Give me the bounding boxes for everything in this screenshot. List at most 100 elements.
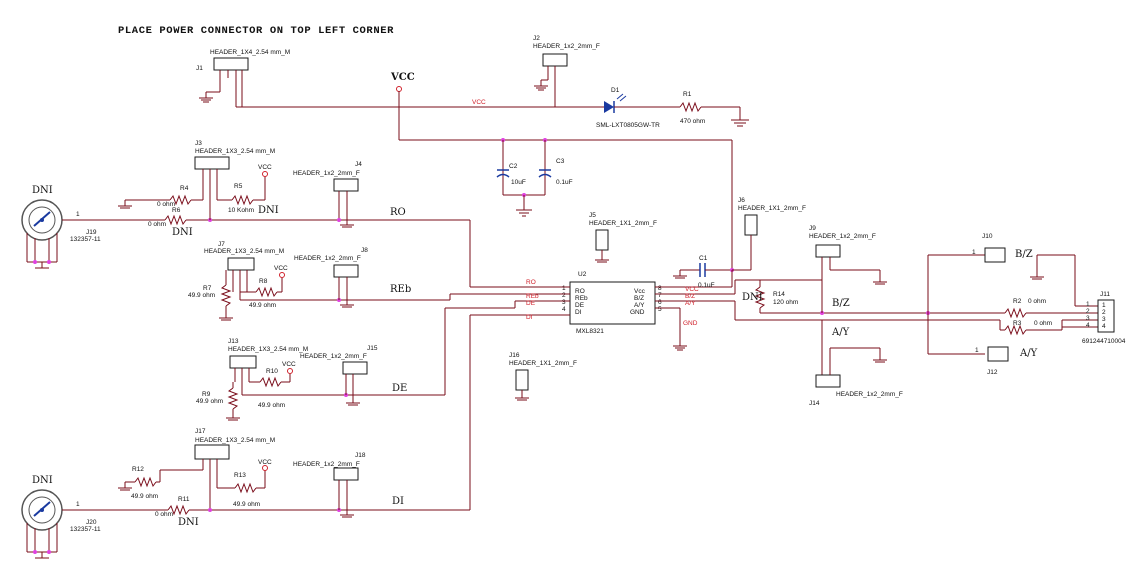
svg-text:HEADER_1x2_2mm_F: HEADER_1x2_2mm_F (836, 391, 903, 398)
svg-text:A/Y: A/Y (831, 327, 850, 338)
svg-text:0 ohm: 0 ohm (148, 221, 166, 228)
svg-text:0.1uF: 0.1uF (698, 282, 715, 289)
j11-connector: J11 1 2 3 4 1 2 3 4 691244710004 (1082, 291, 1126, 345)
r9-resistor: R9 49.9 ohm (196, 387, 239, 410)
j17-header: J17 HEADER_1X3_2.54 mm_M (194, 428, 275, 510)
r10-resistor: R10 49.9 ohm (258, 368, 285, 409)
svg-text:A/Y: A/Y (1019, 348, 1038, 359)
svg-text:10 Kohm: 10 Kohm (228, 207, 254, 214)
gnd-j1 (199, 97, 213, 103)
j10-header: J10 1 (972, 233, 1006, 263)
r11-resistor: R11 0 ohm DNI (155, 496, 199, 528)
svg-text:1: 1 (972, 249, 976, 256)
svg-text:C3: C3 (556, 158, 565, 165)
svg-text:6: 6 (658, 299, 662, 306)
svg-text:132357-11: 132357-11 (70, 526, 101, 533)
svg-text:49.9 ohm: 49.9 ohm (233, 501, 260, 508)
svg-text:J11: J11 (1100, 291, 1110, 298)
svg-text:R8: R8 (259, 278, 268, 285)
svg-text:R14: R14 (773, 291, 785, 298)
j2-header: J2 HEADER_1x2_2mm_F (533, 35, 600, 107)
r2-resistor: R2 0 ohm (1004, 298, 1046, 319)
svg-text:49.9 ohm: 49.9 ohm (249, 302, 276, 309)
svg-text:R11: R11 (178, 496, 190, 503)
svg-text:VCC: VCC (258, 164, 272, 171)
svg-text:1: 1 (1102, 302, 1106, 309)
j18-header: J18 HEADER_1x2_2mm_F (293, 452, 366, 518)
j15-header: J15 HEADER_1x2_2mm_F (300, 345, 378, 406)
svg-text:REb: REb (575, 295, 588, 302)
svg-text:HEADER_1X3_2.54 mm_M: HEADER_1X3_2.54 mm_M (228, 346, 308, 353)
svg-text:0 ohm: 0 ohm (155, 511, 173, 518)
svg-text:DNI: DNI (258, 205, 279, 216)
svg-text:1: 1 (975, 347, 979, 354)
svg-text:R6: R6 (172, 207, 181, 214)
svg-text:R10: R10 (266, 368, 278, 375)
vcc-wire-label: VCC (472, 99, 486, 106)
svg-text:RO: RO (390, 207, 406, 218)
svg-text:DE: DE (392, 383, 407, 394)
svg-text:RO: RO (575, 288, 585, 295)
svg-text:J7: J7 (218, 241, 225, 248)
svg-text:J12: J12 (987, 369, 998, 376)
r1-resistor: R1 470 ohm (679, 91, 705, 125)
svg-text:5: 5 (658, 306, 662, 313)
svg-text:DNI: DNI (172, 227, 193, 238)
j16-header: J16 HEADER_1X1_2mm_F (509, 352, 577, 401)
svg-text:HEADER_1X1_2mm_F: HEADER_1X1_2mm_F (589, 220, 657, 227)
svg-text:R5: R5 (234, 183, 243, 190)
svg-text:J17: J17 (195, 428, 206, 435)
svg-text:49.9 ohm: 49.9 ohm (196, 398, 223, 405)
u2-transceiver: U2 MXL8321 RO REb DE DI Vcc B/Z A/Y GND … (562, 271, 662, 335)
svg-text:VCC: VCC (282, 361, 296, 368)
svg-text:HEADER_1x2_2mm_F: HEADER_1x2_2mm_F (809, 233, 876, 240)
d1-led: D1 SML-LXT0805GW-TR (596, 87, 660, 129)
j13-header: J13 HEADER_1X3_2.54 mm_M (228, 338, 308, 395)
svg-text:49.9 ohm: 49.9 ohm (131, 493, 158, 500)
svg-text:R1: R1 (683, 91, 692, 98)
svg-text:J18: J18 (355, 452, 366, 459)
j3-header: J3 HEADER_1X3_2.54 mm_M (194, 140, 275, 220)
svg-text:SML-LXT0805GW-TR: SML-LXT0805GW-TR (596, 122, 660, 129)
svg-text:A/Y: A/Y (634, 302, 645, 309)
svg-text:B/Z: B/Z (1015, 249, 1033, 260)
svg-text:DNI: DNI (32, 185, 53, 196)
svg-text:10uF: 10uF (511, 179, 526, 186)
svg-text:R4: R4 (180, 185, 189, 192)
j7-header: J7 HEADER_1X3_2.54 mm_M (204, 241, 284, 300)
j1-header: HEADER_1X4_2.54 mm_M J1 (196, 49, 290, 107)
svg-text:DNI: DNI (178, 517, 199, 528)
svg-text:MXL8321: MXL8321 (576, 328, 604, 335)
j1-ref: J1 (196, 65, 203, 72)
svg-text:Vcc: Vcc (634, 288, 646, 295)
svg-text:3: 3 (1086, 315, 1090, 322)
svg-text:2: 2 (1102, 309, 1106, 316)
svg-text:J15: J15 (367, 345, 378, 352)
svg-text:R3: R3 (1013, 320, 1022, 327)
svg-text:0.1uF: 0.1uF (556, 179, 573, 186)
j9-header: J9 HEADER_1x2_2mm_F (809, 225, 887, 313)
svg-text:DNI: DNI (32, 475, 53, 486)
r12-resistor: R12 49.9 ohm (131, 466, 158, 500)
svg-text:DNI: DNI (742, 292, 763, 303)
svg-text:J10: J10 (982, 233, 993, 240)
svg-text:1: 1 (76, 211, 80, 218)
svg-text:7: 7 (658, 292, 662, 299)
svg-text:GND: GND (683, 320, 698, 327)
svg-text:J6: J6 (738, 197, 745, 204)
svg-text:1: 1 (1086, 301, 1090, 308)
svg-text:470 ohm: 470 ohm (680, 118, 705, 125)
r6-resistor: R6 0 ohm DNI (148, 207, 193, 238)
svg-text:1: 1 (76, 501, 80, 508)
svg-text:R12: R12 (132, 466, 144, 473)
svg-text:0 ohm: 0 ohm (157, 201, 175, 208)
j6-header: J6 HEADER_1X1_2mm_F (732, 197, 806, 271)
svg-text:HEADER_1X3_2.54 mm_M: HEADER_1X3_2.54 mm_M (195, 148, 275, 155)
svg-text:J4: J4 (355, 161, 362, 168)
j12-header: 1 J12 (975, 346, 1009, 376)
svg-text:B/Z: B/Z (685, 293, 695, 300)
j19-connector: DNI 1 J19 132357-11 (21, 185, 101, 269)
svg-text:8: 8 (658, 285, 662, 292)
schematic-title: PLACE POWER CONNECTOR ON TOP LEFT CORNER (118, 25, 394, 37)
vcc-net-label: VCC (390, 72, 415, 83)
